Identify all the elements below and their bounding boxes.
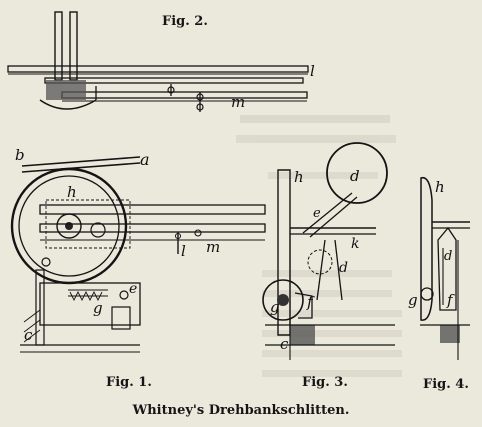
label-d-fig4: d	[444, 249, 452, 264]
label-l-fig2: l	[310, 62, 315, 80]
label-g-fig4: g	[408, 291, 418, 309]
fig1-label: Fig. 1.	[106, 375, 152, 390]
label-f-fig4: f	[446, 291, 455, 309]
label-k-fig3: k	[351, 236, 359, 252]
fig4-drawing	[420, 176, 470, 360]
label-m-fig2: m	[231, 93, 245, 111]
caption: Whitney's Drehbankschlitten.	[132, 403, 350, 418]
fig2-drawing	[7, 11, 309, 112]
label-g-fig3: g	[270, 298, 280, 316]
label-h-fig3: h	[294, 168, 304, 186]
fig3-label: Fig. 3.	[302, 375, 348, 390]
bleed-through-text	[236, 115, 402, 377]
label-l-fig1: l	[181, 242, 186, 260]
label-d-fig3-top: d	[350, 167, 360, 185]
label-a-fig1: a	[140, 150, 150, 169]
label-h-fig4: h	[435, 178, 445, 196]
label-d-fig3-mid: d	[339, 260, 348, 276]
label-f-fig3: f	[306, 293, 315, 311]
label-g-fig1: g	[93, 299, 103, 317]
label-c-fig3: c	[280, 335, 289, 353]
label-e-fig3: e	[313, 206, 321, 221]
fig4-label: Fig. 4.	[423, 377, 469, 392]
fig2-label: Fig. 2.	[162, 14, 208, 29]
label-e-fig1: e	[129, 281, 137, 297]
label-m-fig1: m	[206, 238, 220, 256]
label-b-fig1: b	[15, 146, 25, 164]
fig3-drawing	[262, 142, 395, 360]
fig1-drawing	[10, 156, 266, 353]
label-c-fig1: c	[24, 326, 33, 344]
label-h-fig1: h	[67, 183, 77, 201]
